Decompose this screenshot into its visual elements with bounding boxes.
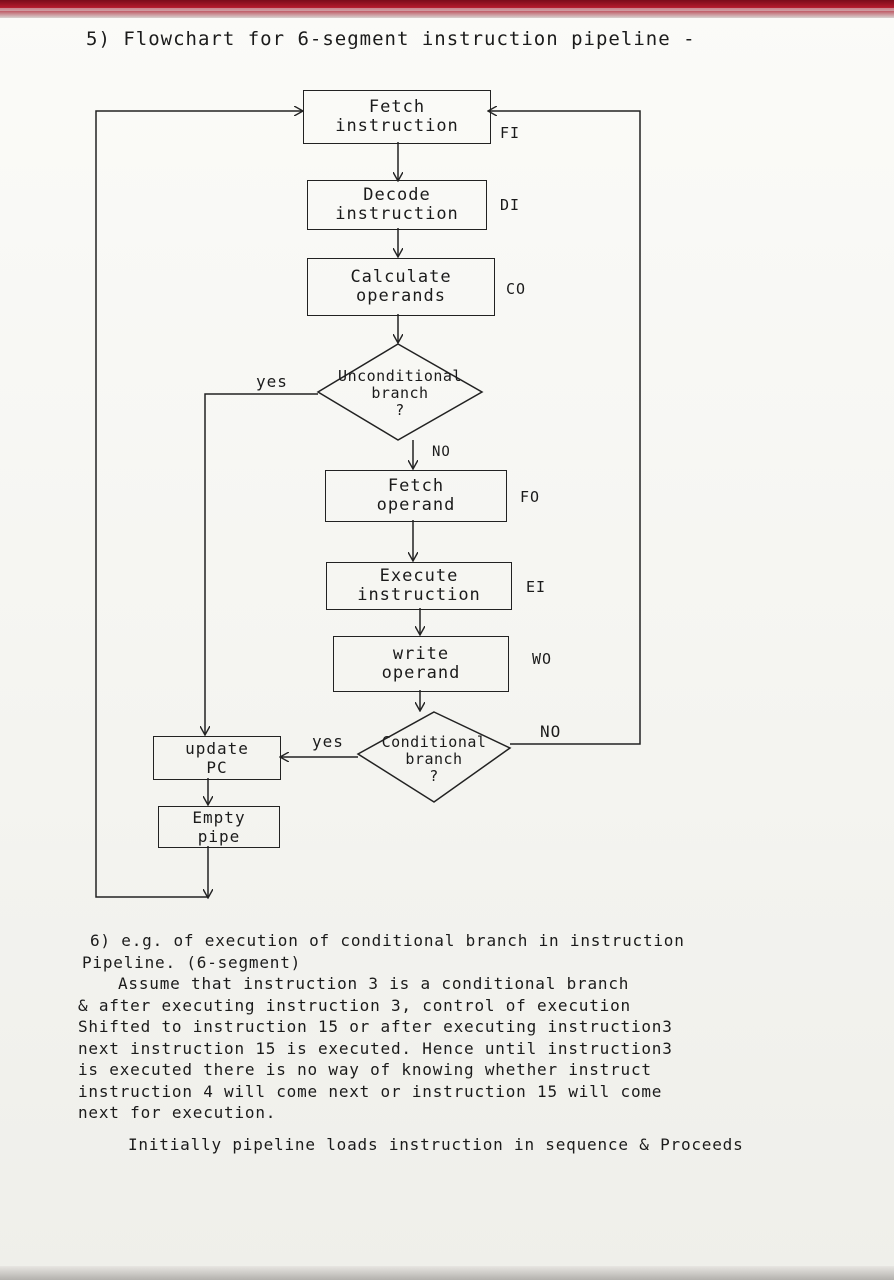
page-bottom-edge <box>0 1266 894 1280</box>
segment-label-fo: FO <box>520 488 541 506</box>
box-empty-pipe: Empty pipe <box>158 806 280 848</box>
box-decode-instruction-line1: Decode <box>363 185 431 205</box>
decision-unconditional-line3: ? <box>395 401 405 419</box>
decision-unconditional-branch: Unconditional branch ? <box>318 368 482 419</box>
box-calculate-operands-line2: operands <box>356 286 446 306</box>
page-top-edge <box>0 0 894 18</box>
box-fetch-instruction-line1: Fetch <box>368 97 426 117</box>
decision-conditional-branch: Conditional branch ? <box>358 734 510 785</box>
paragraph-line: Assume that instruction 3 is a condition… <box>118 974 630 993</box>
decision-conditional-line3: ? <box>429 767 439 785</box>
segment-label-ei: EI <box>526 578 547 596</box>
box-decode-instruction-line2: instruction <box>335 204 459 224</box>
box-empty-pipe-line2: pipe <box>197 827 241 846</box>
segment-label-co: CO <box>506 280 527 298</box>
flowchart-heading: 5) Flowchart for 6-segment instruction p… <box>86 28 696 50</box>
paragraph-line: Shifted to instruction 15 or after execu… <box>78 1017 673 1036</box>
box-execute-instruction: Execute instruction <box>326 562 512 610</box>
box-fetch-operand-line2: operand <box>376 495 456 515</box>
box-write-operand: write operand <box>333 636 509 692</box>
paragraph-line: Pipeline. (6-segment) <box>82 952 302 972</box>
box-fetch-operand-line1: Fetch <box>387 476 445 496</box>
box-update-pc-line2: PC <box>206 758 228 777</box>
box-write-operand-line2: operand <box>381 663 461 683</box>
box-fetch-operand: Fetch operand <box>325 470 507 522</box>
paragraph-line: next for execution. <box>78 1103 277 1122</box>
decision-unconditional-line2: branch <box>371 384 429 402</box>
box-write-operand-line1: write <box>392 644 450 664</box>
segment-label-di: DI <box>500 196 521 214</box>
box-execute-instruction-line2: instruction <box>357 585 481 605</box>
edge-label-conditional-no: NO <box>540 722 562 741</box>
paragraph-line: Initially pipeline loads instruction in … <box>128 1134 744 1154</box>
arrow-unconditional-yes <box>205 393 318 734</box>
segment-label-fi: FI <box>500 124 521 142</box>
explanation-paragraph: 6) e.g. of execution of conditional bran… <box>78 930 890 1155</box>
paragraph-line: next instruction 15 is executed. Hence u… <box>78 1038 673 1058</box>
decision-conditional-line1: Conditional <box>381 733 487 751</box>
box-empty-pipe-line1: Empty <box>192 808 246 827</box>
box-fetch-instruction-line2: instruction <box>335 116 459 136</box>
edge-label-conditional-yes: yes <box>312 732 344 751</box>
segment-label-wo: WO <box>532 650 553 668</box>
diamond-unconditional-shape <box>316 343 484 441</box>
decision-conditional-line2: branch <box>405 750 463 768</box>
arrow-conditional-no-loop <box>489 111 641 745</box>
decision-unconditional-line1: Unconditional <box>338 367 462 385</box>
paragraph-line: is executed there is no way of knowing w… <box>78 1060 652 1079</box>
edge-label-unconditional-yes: yes <box>256 372 288 391</box>
box-calculate-operands-line1: Calculate <box>350 267 452 287</box>
paragraph-line: 6) e.g. of execution of conditional bran… <box>90 931 685 950</box>
box-update-pc: update PC <box>153 736 281 780</box>
paragraph-line: & after executing instruction 3, control… <box>78 995 631 1015</box>
edge-label-unconditional-no: NO <box>432 444 451 460</box>
box-fetch-instruction: Fetch instruction <box>303 90 491 144</box>
box-calculate-operands: Calculate operands <box>307 258 495 316</box>
paragraph-line: instruction 4 will come next or instruct… <box>78 1081 663 1101</box>
arrow-loop-to-fetch <box>95 111 302 898</box>
box-execute-instruction-line1: Execute <box>379 566 459 586</box>
box-decode-instruction: Decode instruction <box>307 180 487 230</box>
diamond-conditional-shape <box>356 711 512 803</box>
box-update-pc-line1: update <box>185 739 249 758</box>
